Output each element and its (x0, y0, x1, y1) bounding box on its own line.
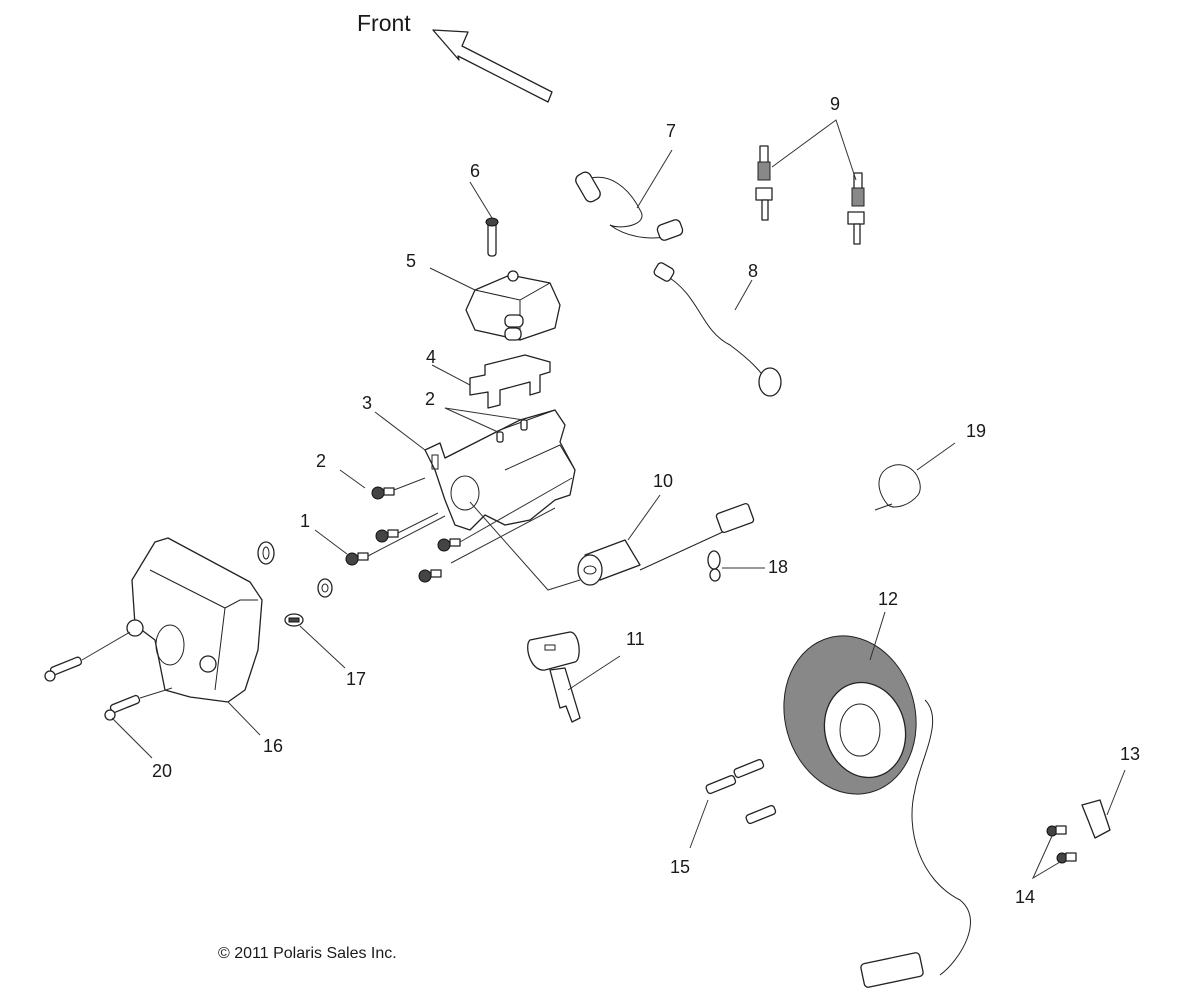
front-arrow-icon (432, 29, 553, 103)
part-stud-pins[interactable] (444, 407, 528, 443)
part-spark-plugs[interactable] (755, 119, 865, 245)
callout-2-bolt[interactable]: 2 (316, 451, 327, 471)
callout-11[interactable]: 11 (626, 629, 645, 649)
part-ignition-coil[interactable] (429, 267, 561, 341)
callout-17[interactable]: 17 (346, 669, 367, 689)
callout-6[interactable]: 6 (470, 161, 481, 181)
front-direction-label: Front (357, 10, 411, 36)
part-cable-tie[interactable] (874, 442, 956, 511)
part-bolt[interactable] (339, 469, 426, 500)
part-bracket-bolt-a (375, 512, 439, 543)
callout-9[interactable]: 9 (830, 94, 841, 114)
part-bracket-bolt-c (418, 507, 556, 583)
part-spark-plug-wire-front[interactable] (574, 149, 684, 242)
part-stator[interactable] (767, 611, 971, 988)
part-wire-clamp[interactable] (1081, 769, 1126, 839)
part-grommet-nut[interactable] (284, 613, 346, 669)
callout-20[interactable]: 20 (152, 761, 173, 781)
part-spark-plug-wire-rear[interactable] (653, 261, 782, 397)
callout-15[interactable]: 15 (670, 857, 691, 877)
part-washers (257, 541, 333, 598)
callout-8[interactable]: 8 (748, 261, 759, 281)
part-wire-clip[interactable] (707, 550, 765, 582)
part-coil-screw[interactable] (469, 181, 499, 257)
callout-19[interactable]: 19 (966, 421, 987, 441)
part-ignition-switch[interactable] (577, 494, 755, 586)
part-coil-bracket[interactable] (431, 354, 551, 409)
part-clamp-screws[interactable] (1031, 825, 1077, 880)
part-mounting-bracket[interactable] (374, 409, 581, 591)
part-stator-bolts[interactable] (689, 759, 777, 849)
copyright-notice: © 2011 Polaris Sales Inc. (218, 945, 397, 962)
callout-10[interactable]: 10 (653, 471, 674, 491)
part-key[interactable] (527, 631, 621, 723)
callout-14[interactable]: 14 (1015, 887, 1036, 907)
callout-18[interactable]: 18 (768, 557, 789, 577)
callout-13[interactable]: 13 (1120, 744, 1141, 764)
part-switch-cover[interactable] (126, 537, 263, 736)
callout-3[interactable]: 3 (362, 393, 373, 413)
part-flange-bolt[interactable] (314, 515, 446, 566)
callout-12[interactable]: 12 (878, 589, 899, 609)
callout-5[interactable]: 5 (406, 251, 417, 271)
callout-16[interactable]: 16 (263, 736, 284, 756)
callout-7[interactable]: 7 (666, 121, 677, 141)
callout-4[interactable]: 4 (426, 347, 437, 367)
part-cover-screws[interactable] (44, 631, 173, 759)
callout-2-pins[interactable]: 2 (425, 389, 436, 409)
part-bracket-bolt-b (437, 477, 573, 552)
callout-1[interactable]: 1 (300, 511, 311, 531)
